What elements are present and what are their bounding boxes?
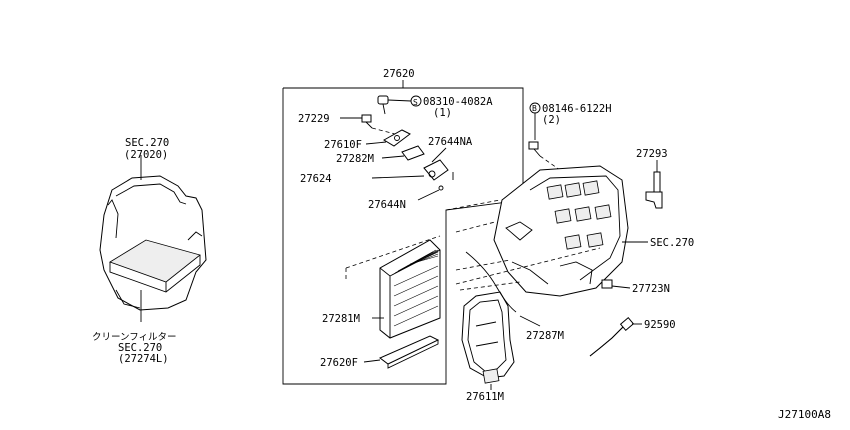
label-27620: 27620 — [383, 68, 415, 80]
screw-part — [377, 95, 422, 115]
label-27282m: 27282M — [336, 153, 374, 165]
label-27281m: 27281M — [322, 313, 360, 325]
diagram-id: J27100A8 — [778, 408, 831, 421]
label-sec270-filter-ref: (27274L) — [118, 353, 169, 365]
label-27624: 27624 — [300, 173, 332, 185]
left-housing — [99, 155, 207, 322]
label-27293: 27293 — [636, 148, 668, 160]
label-27644n: 27644N — [368, 199, 406, 211]
label-27644na: 27644NA — [428, 136, 473, 148]
part-27287m — [465, 251, 541, 327]
label-sec270-left-ref: (27020) — [124, 149, 168, 161]
label-27620f: 27620F — [320, 357, 358, 369]
label-sec270-left: SEC.270 — [125, 137, 169, 149]
part-27611m — [461, 291, 515, 390]
part-27282m — [381, 145, 425, 161]
label-screw: 08310-4082A — [423, 96, 493, 108]
label-filter-jp: クリーンフィルター — [92, 332, 177, 343]
label-27611m: 27611M — [466, 391, 504, 403]
heater-unit — [493, 165, 629, 297]
label-92590: 92590 — [644, 319, 676, 331]
screw-symbol: S — [413, 98, 418, 107]
label-sec270-right: SEC.270 — [650, 237, 694, 249]
label-bolt-qty: (2) — [542, 114, 561, 126]
part-92590 — [589, 317, 642, 357]
part-27620f — [363, 335, 440, 369]
label-sec270-filter: SEC.270 — [118, 342, 162, 354]
part-27229 — [340, 114, 396, 135]
label-27610f: 27610F — [324, 139, 362, 151]
label-27287m: 27287M — [526, 330, 564, 342]
part-27644n — [417, 185, 444, 201]
part-27624 — [371, 159, 454, 181]
bolt-symbol: B — [532, 104, 537, 113]
label-bolt: 08146-6122H — [542, 103, 612, 115]
bolt-part — [528, 102, 561, 171]
label-27229: 27229 — [298, 113, 330, 125]
part-27293 — [645, 160, 663, 209]
part-27723n — [601, 279, 631, 289]
label-27723n: 27723N — [632, 283, 670, 295]
part-27610f — [365, 129, 411, 147]
part-27281m — [372, 239, 441, 339]
leader-27644na — [431, 147, 447, 163]
label-screw-qty: (1) — [433, 107, 452, 119]
